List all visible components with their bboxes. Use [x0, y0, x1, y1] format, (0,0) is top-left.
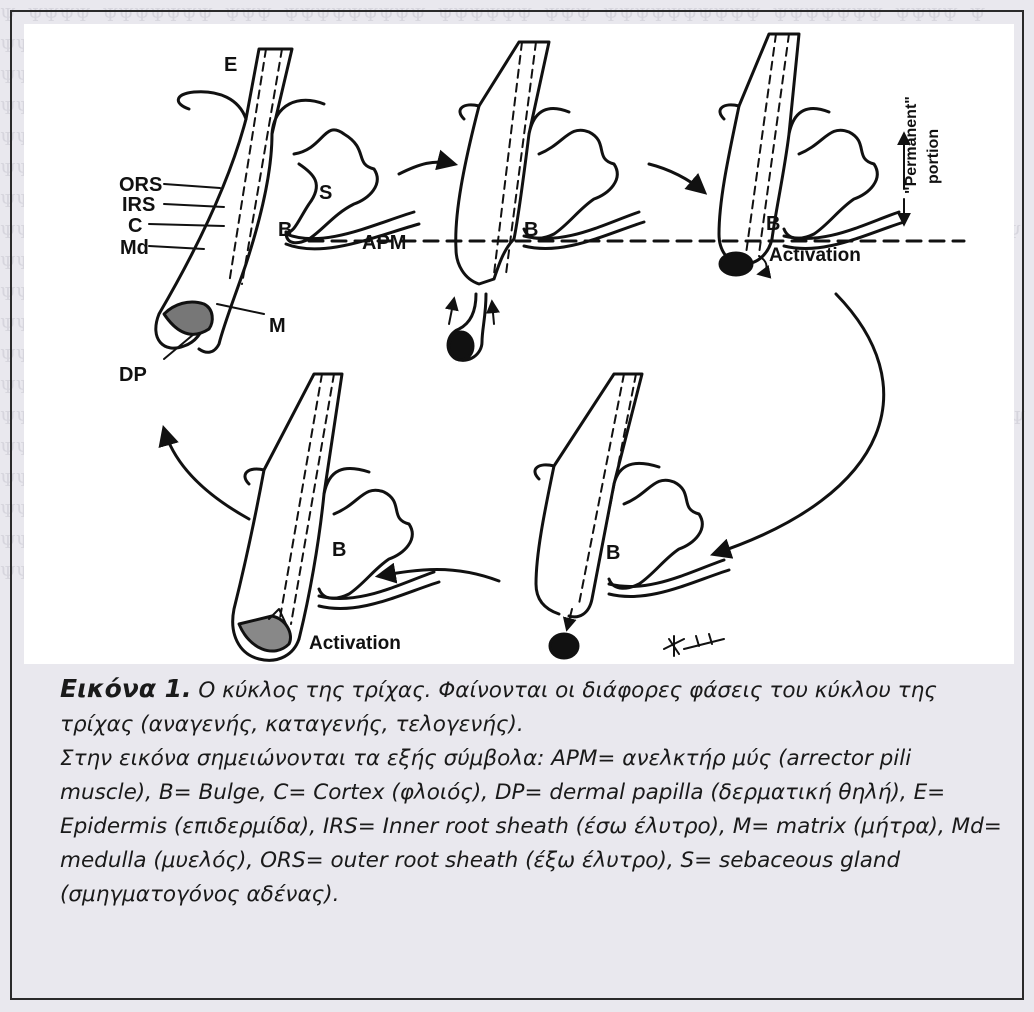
- caption-legend: Στην εικόνα σημειώνονται τα εξής σύμβολα…: [60, 742, 1010, 912]
- caption-title-line: Εικόνα 1. Ο κύκλος της τρίχας. Φαίνονται…: [60, 672, 1010, 742]
- hair-cycle-diagram: E ORS IRS C Md S B APM M DP B B Activati…: [24, 24, 1014, 664]
- label-B-3: B: [766, 213, 780, 235]
- caption-title: Ο κύκλος της τρίχας. Φαίνονται οι διάφορ…: [60, 678, 937, 737]
- figure-caption: Εικόνα 1. Ο κύκλος της τρίχας. Φαίνονται…: [60, 672, 1010, 912]
- label-activation-2: Activation: [309, 633, 401, 654]
- label-APM: APM: [362, 232, 406, 254]
- label-Md: Md: [120, 237, 149, 259]
- label-B-4: B: [332, 539, 346, 561]
- label-DP: DP: [119, 364, 147, 386]
- label-B-1: B: [278, 219, 292, 241]
- label-permanent: "Permanent": [903, 96, 920, 194]
- label-E: E: [224, 54, 237, 76]
- label-activation-1: Activation: [769, 245, 861, 266]
- label-IRS: IRS: [122, 194, 155, 216]
- label-B-2: B: [524, 219, 538, 241]
- label-B-5: B: [606, 542, 620, 564]
- label-C: C: [128, 215, 142, 237]
- label-S: S: [319, 182, 332, 204]
- label-ORS: ORS: [119, 174, 162, 196]
- figure-frame: E ORS IRS C Md S B APM M DP B B Activati…: [10, 10, 1024, 1000]
- figure-label: Εικόνα 1.: [60, 674, 192, 703]
- label-M: M: [269, 315, 286, 337]
- label-portion: portion: [925, 129, 942, 184]
